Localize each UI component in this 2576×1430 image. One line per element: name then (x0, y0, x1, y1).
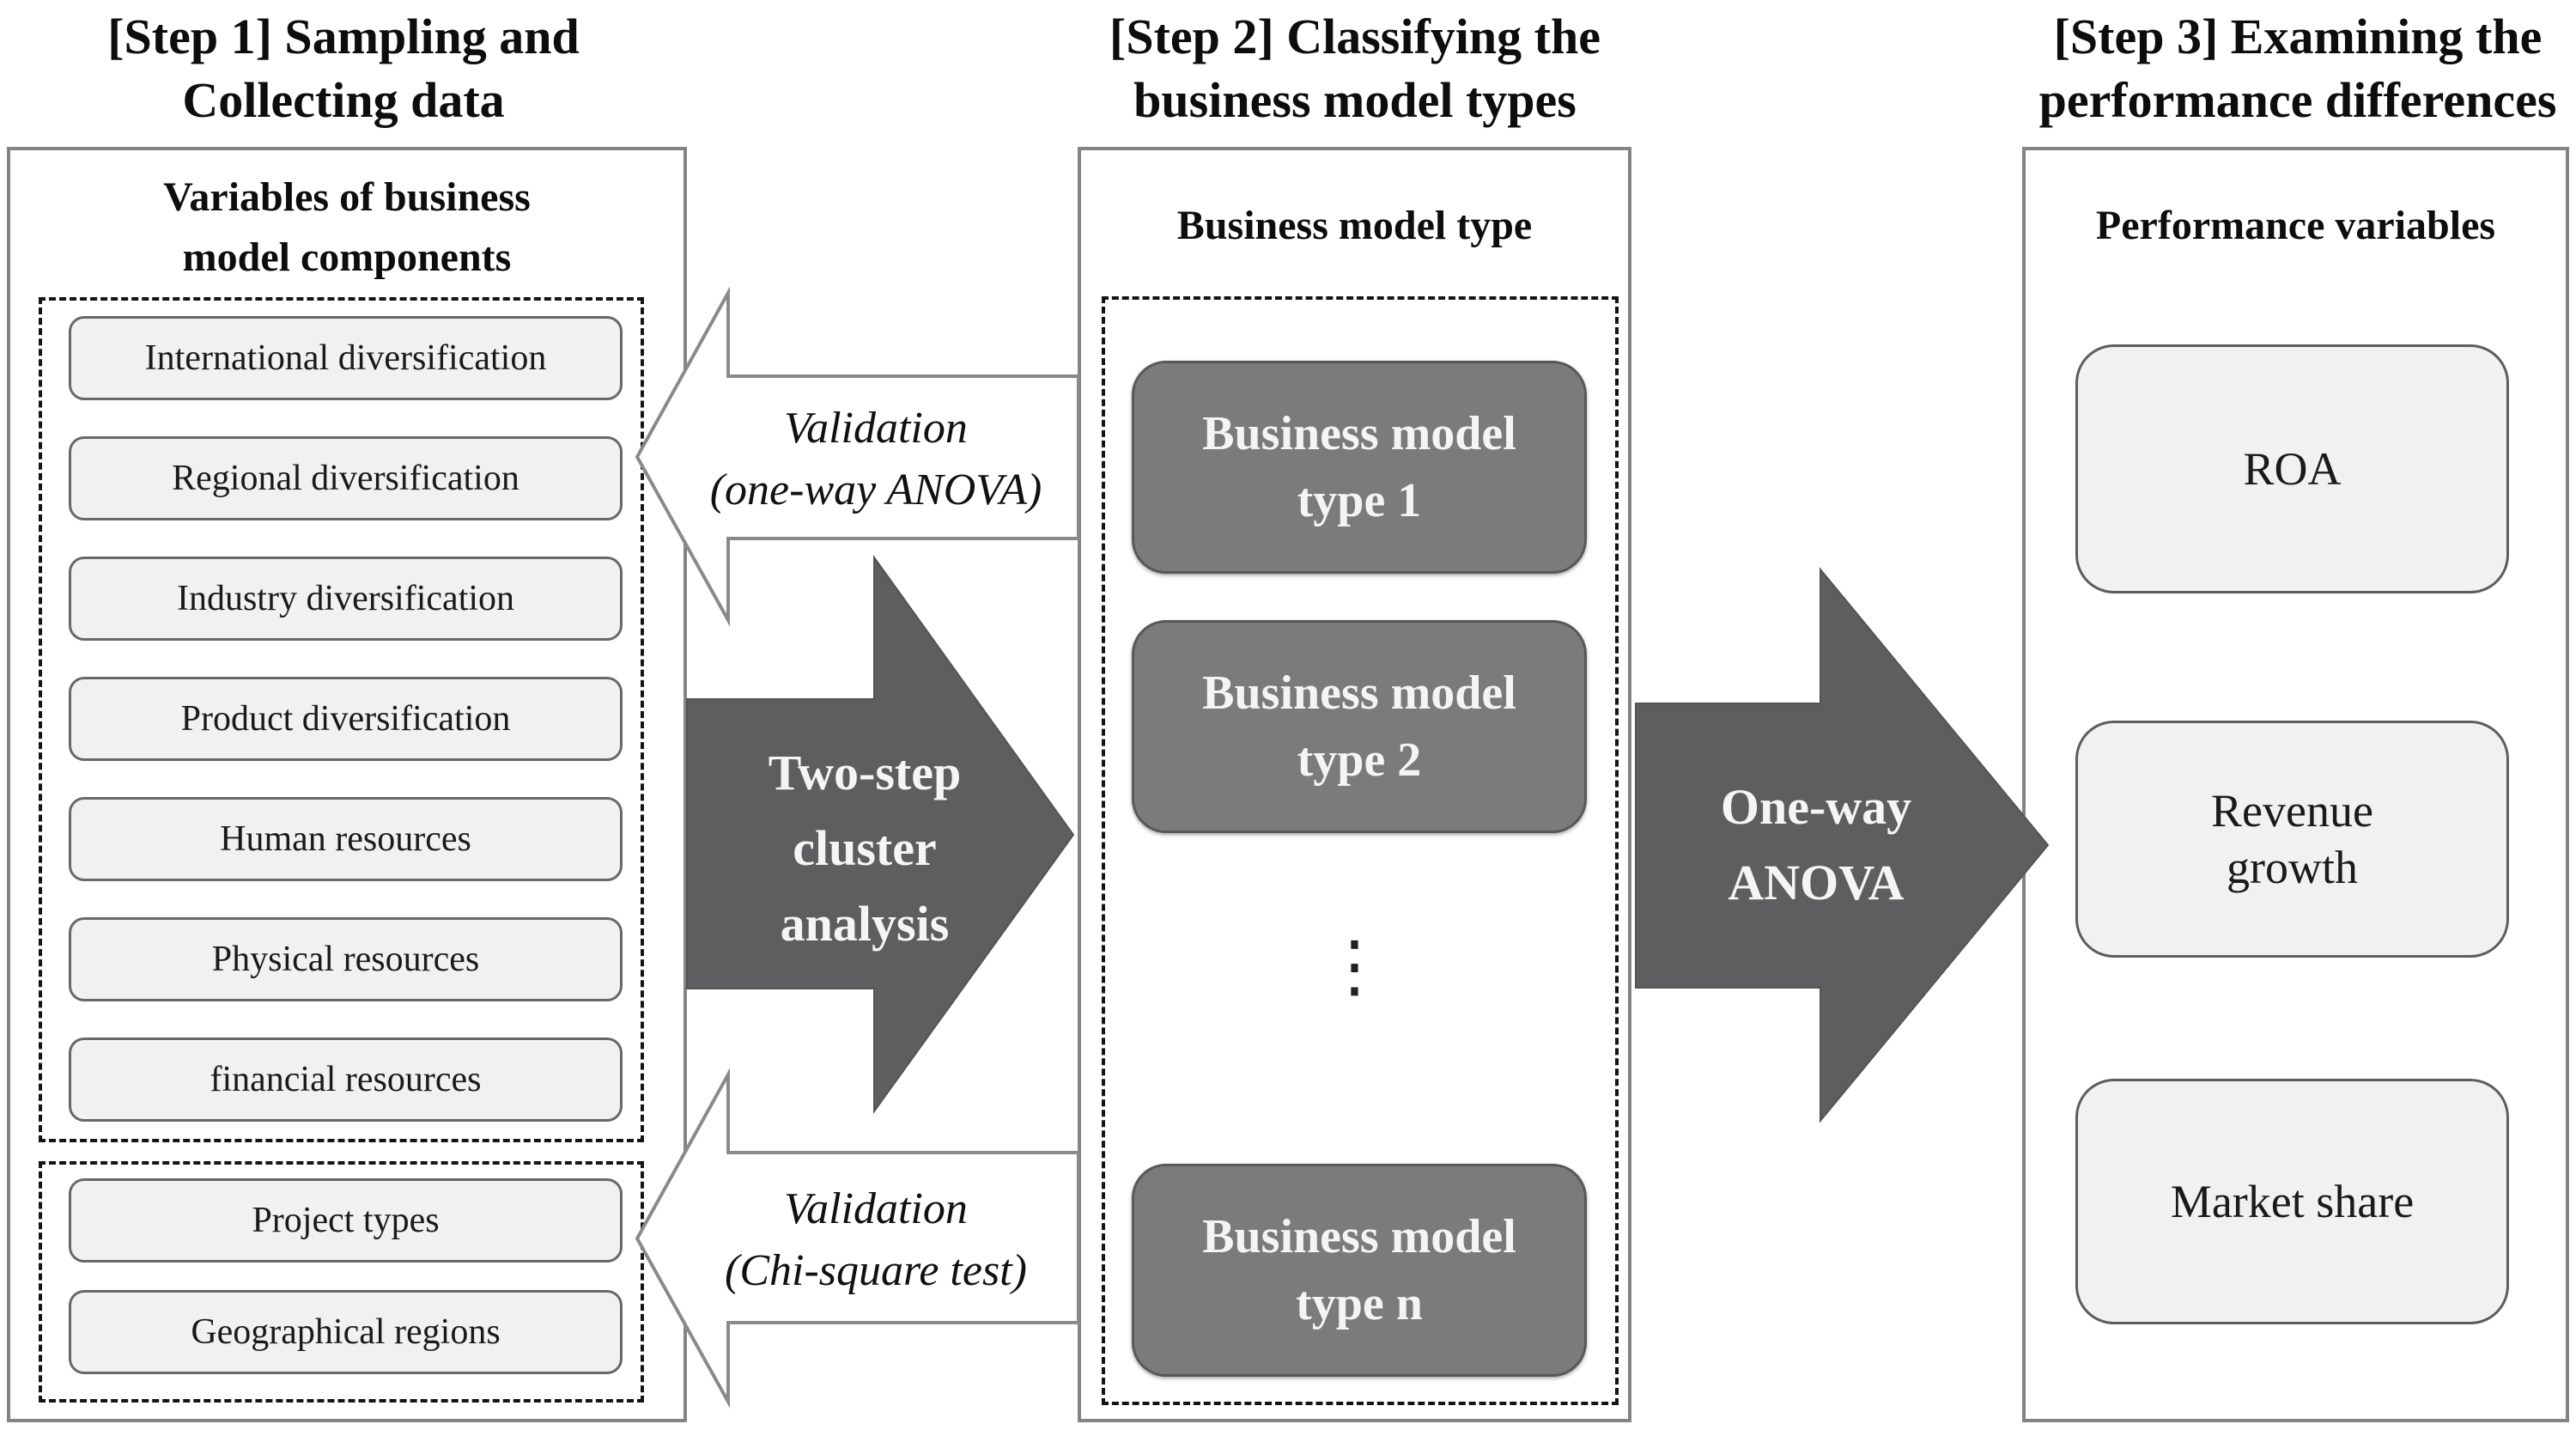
step3-column-header: Performance variables (2095, 203, 2496, 248)
variable-box-human-resources: Human resources (69, 797, 623, 881)
business-model-components-group (39, 297, 644, 1142)
validation-chisquare-label: Validation (Chi-square test) (725, 1184, 1027, 1295)
step1-column-box (7, 147, 687, 1422)
business-model-type-2-box: Business model type 2 (1132, 620, 1587, 833)
business-model-type-1-box: Business model type 1 (1132, 361, 1587, 574)
performance-box-roa: ROA (2075, 344, 2509, 593)
validation-anova-label: Validation (one-way ANOVA) (709, 404, 1042, 514)
performance-box-market-share: Market share (2075, 1079, 2509, 1324)
step2-column-header: Business model type (1176, 203, 1533, 248)
performance-box-revenue-growth: Revenue growth (2075, 721, 2509, 958)
variable-box-product-diversification: Product diversification (69, 677, 623, 761)
step3-title: [Step 3] Examining the performance diffe… (2038, 9, 2557, 128)
variable-box-regional-diversification: Regional diversification (69, 436, 623, 520)
variable-box-financial-resources: financial resources (69, 1038, 623, 1122)
cluster-analysis-label: Two-step cluster analysis (768, 745, 962, 952)
variable-box-geographical-regions: Geographical regions (69, 1290, 623, 1374)
step2-column-box (1078, 147, 1631, 1422)
step1-title: [Step 1] Sampling and Collecting data (107, 9, 580, 128)
context-variables-group (39, 1161, 644, 1403)
variable-box-international-diversification: International diversification (69, 316, 623, 400)
step2-title: [Step 2] Classifying the business model … (1109, 9, 1601, 128)
step3-column-box (2022, 147, 2569, 1422)
anova-label: One-way ANOVA (1720, 779, 1912, 910)
anova-right-arrow-icon (1635, 567, 2050, 1123)
business-model-types-group (1102, 296, 1619, 1405)
validation-chisquare-left-arrow-icon (635, 1068, 1080, 1409)
variable-box-industry-diversification: Industry diversification (69, 557, 623, 641)
variable-box-project-types: Project types (69, 1178, 623, 1263)
business-model-type-n-box: Business model type n (1132, 1164, 1587, 1377)
cluster-analysis-right-arrow-icon (686, 554, 1075, 1115)
validation-anova-left-arrow-icon (635, 286, 1080, 627)
vertical-ellipsis-icon: ⋮ (1320, 926, 1389, 1006)
variable-box-physical-resources: Physical resources (69, 917, 623, 1001)
step1-column-header: Variables of business model components (163, 174, 531, 280)
